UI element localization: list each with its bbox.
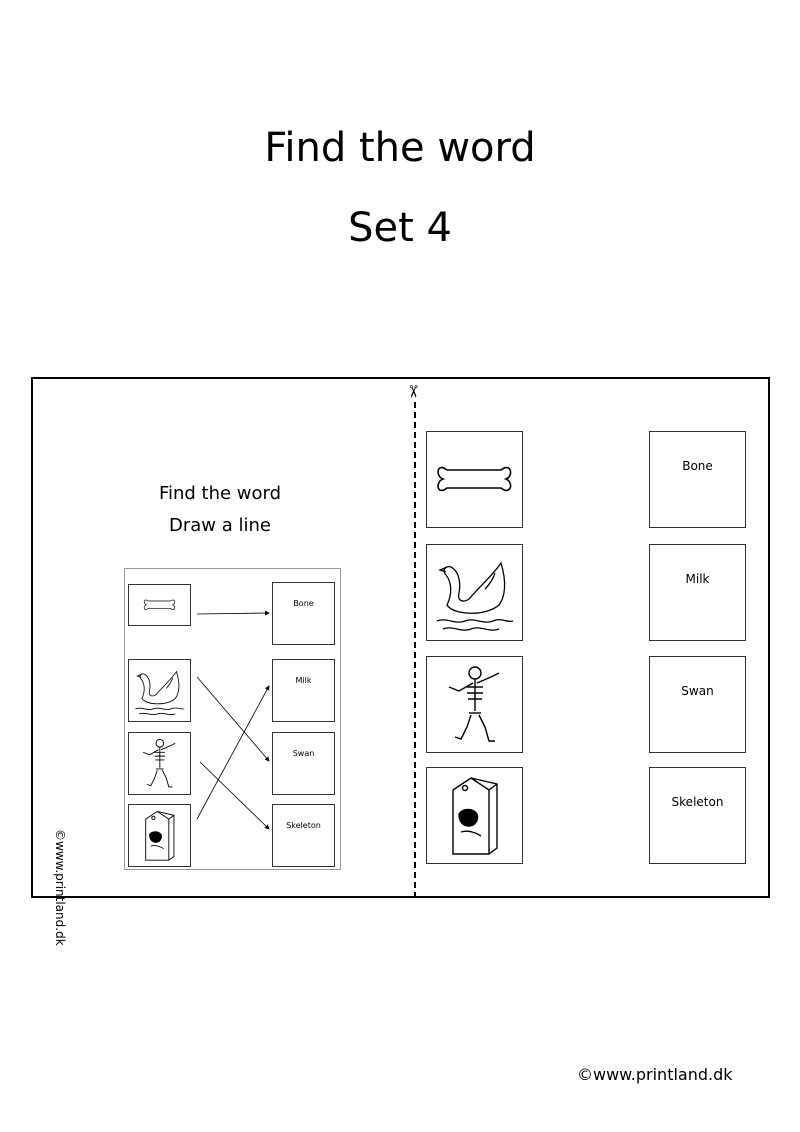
- word-card-skeleton: Skeleton: [649, 767, 746, 864]
- example-word-box: Skeleton: [272, 804, 335, 867]
- example-picture-milk: [128, 804, 191, 867]
- skeleton-icon: [448, 666, 500, 742]
- word-card-milk: Milk: [649, 544, 746, 641]
- page-subtitle: Set 4: [348, 205, 452, 251]
- credit-vertical: ©www.printland.dk: [53, 829, 67, 946]
- example-connector-lines: [196, 610, 270, 830]
- connector-line: [196, 685, 270, 820]
- connector-line: [199, 761, 270, 830]
- example-word-box: Bone: [272, 582, 335, 645]
- footer-credit: ©www.printland.dk: [577, 1065, 733, 1084]
- picture-card-skeleton: [426, 656, 523, 753]
- connector-line: [196, 610, 270, 616]
- example-word: Milk: [295, 676, 312, 685]
- picture-card-swan: [426, 544, 523, 641]
- picture-card-milk: [426, 767, 523, 864]
- cut-line: [414, 402, 416, 898]
- example-picture-swan: [128, 659, 191, 722]
- word-card-bone: Bone: [649, 431, 746, 528]
- milk-carton-icon: [452, 777, 498, 855]
- word-card-label: Milk: [685, 572, 710, 586]
- worksheet-frame: [31, 377, 770, 898]
- word-card-swan: Swan: [649, 656, 746, 753]
- instruction-find: Find the word: [158, 483, 282, 504]
- example-word: Bone: [293, 599, 314, 608]
- example-word: Skeleton: [286, 821, 321, 830]
- bone-icon: [437, 466, 512, 492]
- swan-icon: [436, 562, 514, 631]
- page-title: Find the word: [264, 125, 536, 171]
- example-word-box: Milk: [272, 659, 335, 722]
- example-sheet: Bone Milk Swan Skeleton: [124, 568, 341, 870]
- word-card-label: Bone: [682, 459, 713, 473]
- word-card-label: Skeleton: [671, 795, 724, 809]
- scissors-icon: ✂: [402, 384, 423, 399]
- picture-card-bone: [426, 431, 523, 528]
- connector-line: [196, 676, 270, 762]
- example-word-box: Swan: [272, 732, 335, 795]
- instruction-draw: Draw a line: [169, 515, 271, 536]
- example-picture-skeleton: [128, 732, 191, 795]
- example-picture-bone: [128, 584, 191, 626]
- word-card-label: Swan: [681, 684, 714, 698]
- example-word: Swan: [292, 749, 315, 758]
